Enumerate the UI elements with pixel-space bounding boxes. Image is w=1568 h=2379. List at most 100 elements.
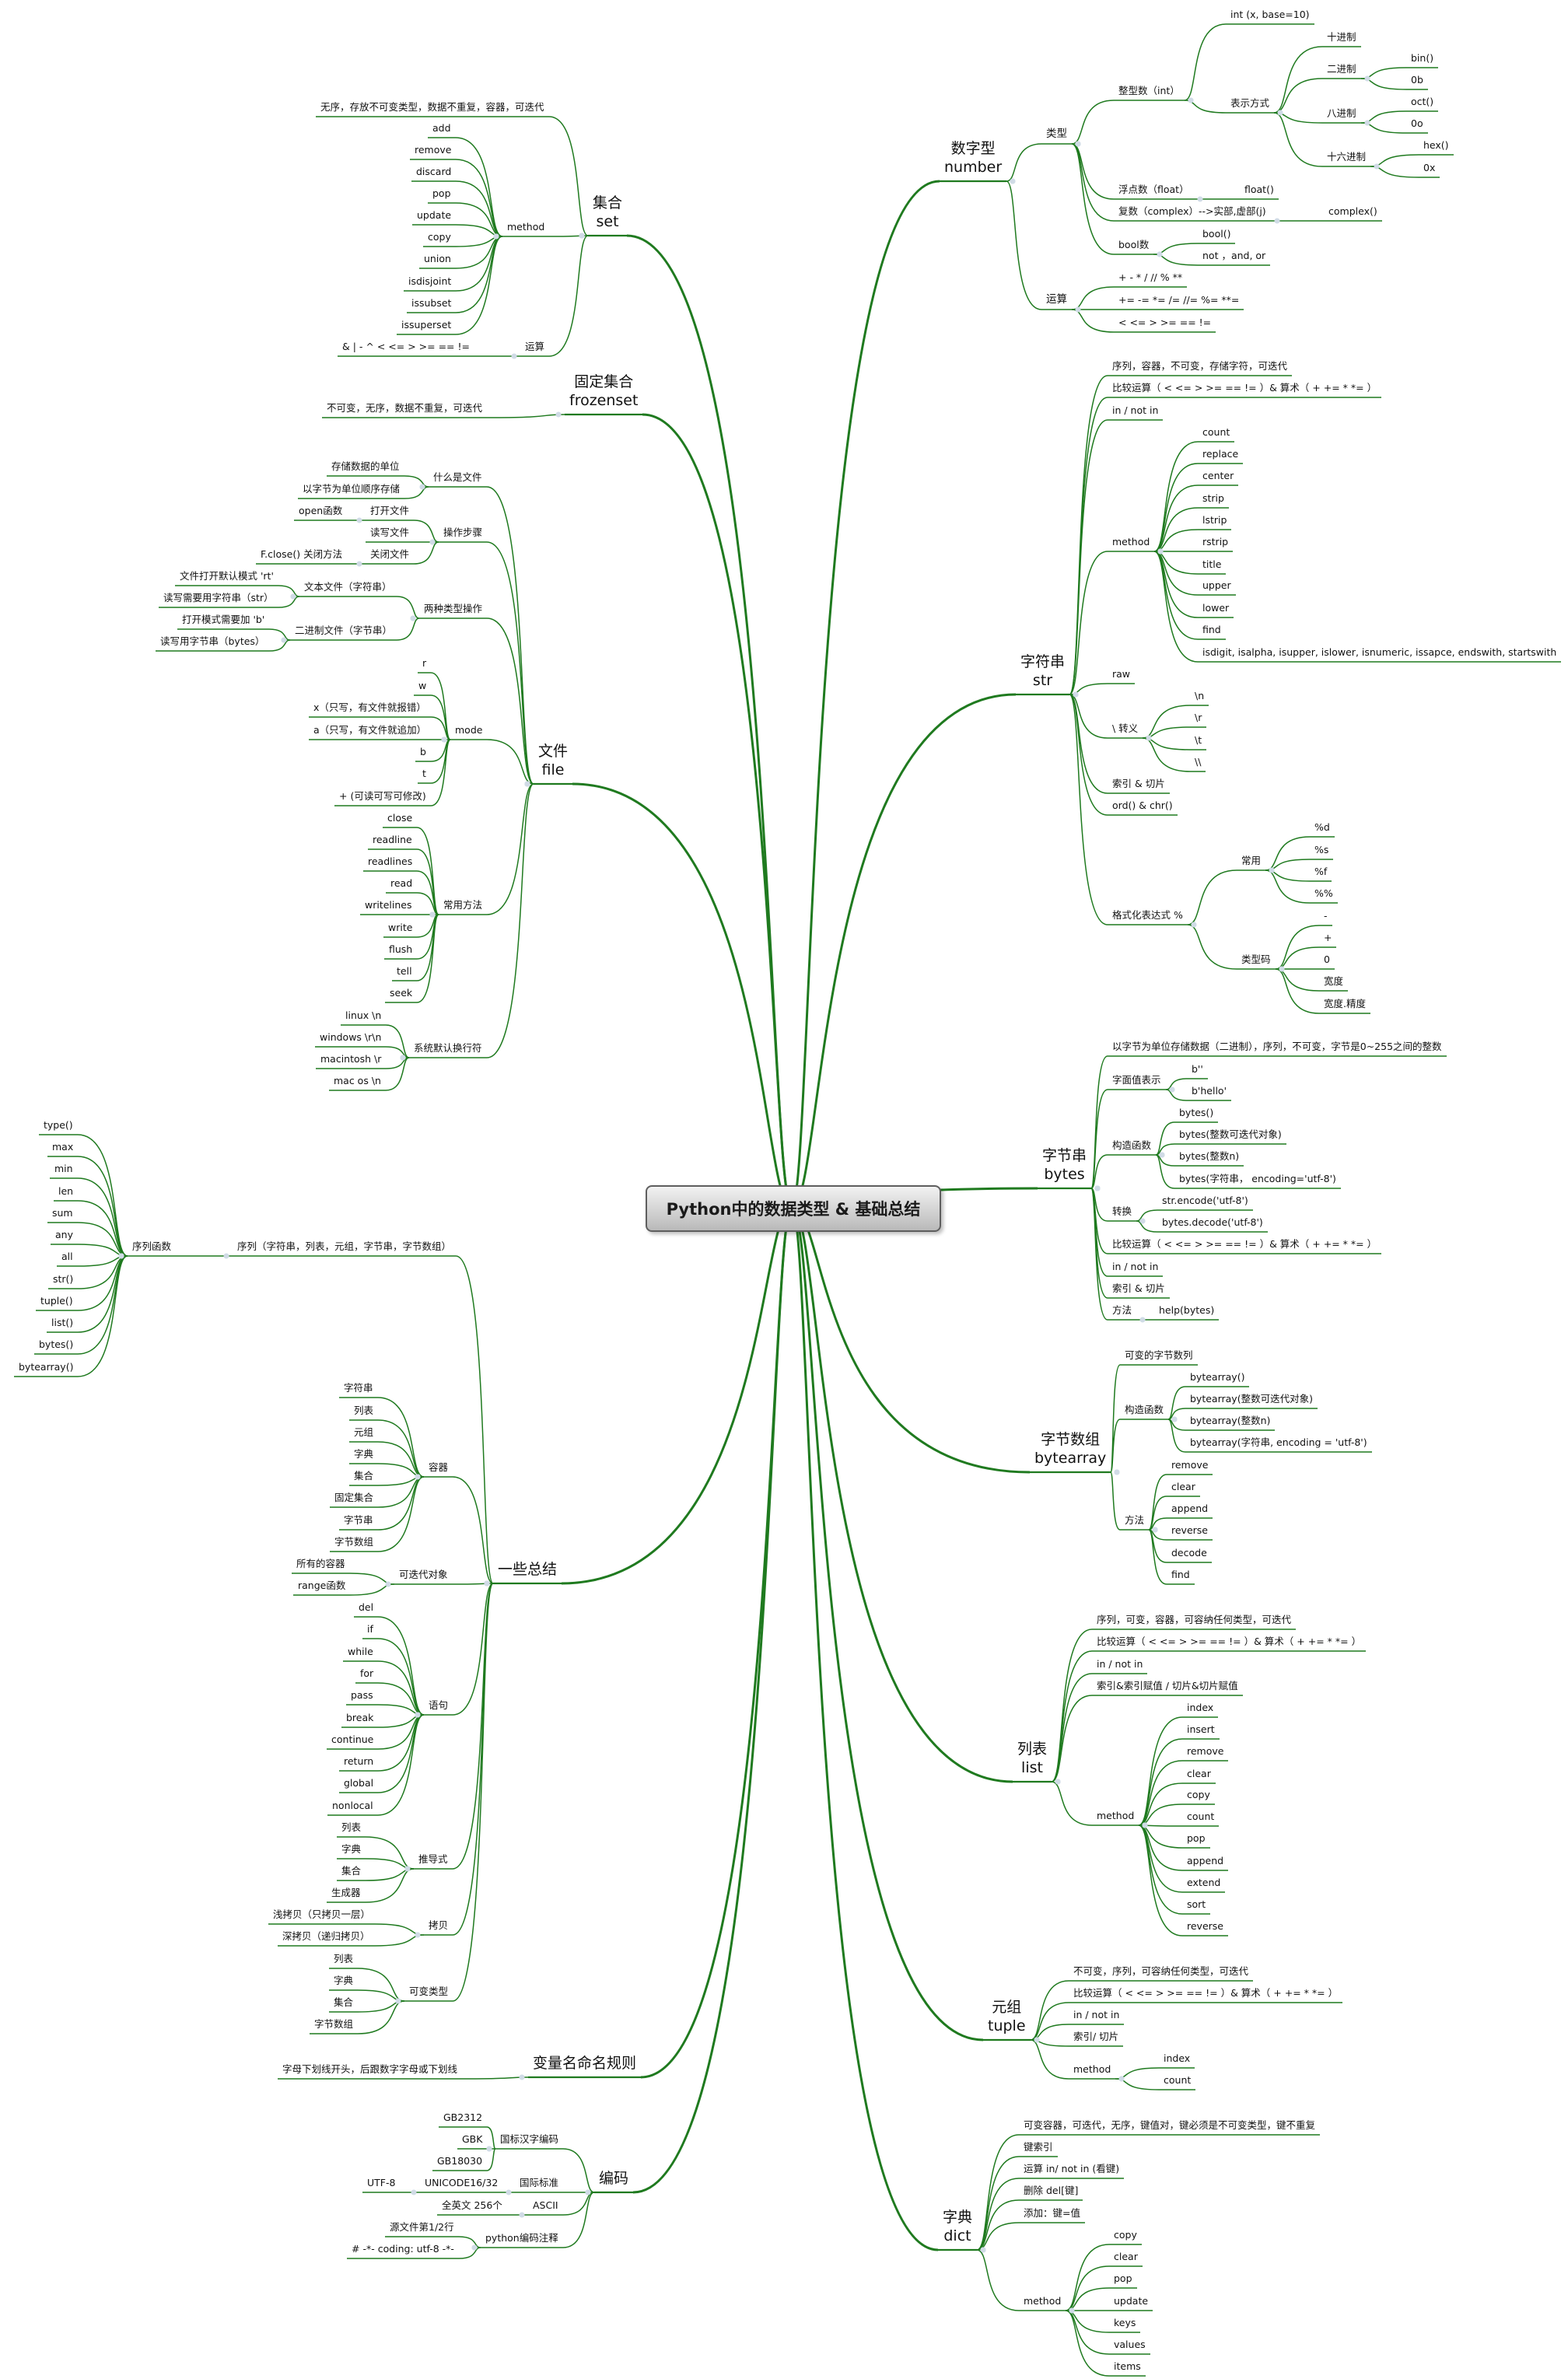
node-sf-min[interactable]: min <box>54 1163 73 1174</box>
node-ba-decode[interactable]: decode <box>1171 1547 1207 1559</box>
node-dict-idx[interactable]: 键索引 <box>1024 2141 1053 2153</box>
node-dict-copy[interactable]: copy <box>1114 2229 1137 2241</box>
node-enc-gb2312[interactable]: GB2312 <box>443 2111 483 2123</box>
node-bytes-in[interactable]: in / not in <box>1112 1261 1159 1272</box>
node-str-in[interactable]: in / not in <box>1112 404 1159 416</box>
node-fmt-width[interactable]: 宽度 <box>1324 975 1344 987</box>
node-bytes-idx[interactable]: 索引 & 切片 <box>1112 1282 1165 1294</box>
node-ct-bytes[interactable]: 字节串 <box>344 1514 373 1526</box>
node-fmt-pct[interactable]: %% <box>1314 887 1333 899</box>
node-list-extend[interactable]: extend <box>1187 1877 1221 1888</box>
node-bytes-lit[interactable]: 字面值表示 <box>1112 1074 1161 1086</box>
node-bool[interactable]: bool数 <box>1118 239 1150 250</box>
node-file-rw[interactable]: 读写文件 <box>370 527 410 538</box>
node-set-remove[interactable]: remove <box>415 144 452 156</box>
node-bytes-l1[interactable]: b'' <box>1192 1063 1203 1075</box>
node-int-base[interactable]: int (x, base=10) <box>1230 9 1310 20</box>
node-file-what1[interactable]: 存储数据的单位 <box>331 460 400 472</box>
node-summary[interactable]: 一些总结 <box>498 1561 557 1580</box>
node-dict-desc[interactable]: 可变容器，可迭代，无序，键值对，键必须是不可变类型，键不重复 <box>1024 2119 1316 2131</box>
node-dict-keys[interactable]: keys <box>1114 2317 1136 2328</box>
node-fmt-minus[interactable]: - <box>1324 910 1328 922</box>
node-str-rstrip[interactable]: rstrip <box>1202 536 1229 548</box>
node-mu-set[interactable]: 集合 <box>334 1996 354 2008</box>
node-sf-bytes[interactable]: bytes() <box>39 1338 74 1350</box>
node-copy[interactable]: 拷贝 <box>429 1919 449 1931</box>
node-enc-ascii-d[interactable]: 全英文 256个 <box>442 2199 502 2211</box>
node-sf-sum[interactable]: sum <box>52 1207 73 1219</box>
node-set-issuperset[interactable]: issuperset <box>401 319 452 331</box>
node-st-if[interactable]: if <box>367 1623 373 1635</box>
node-list-index[interactable]: index <box>1187 1702 1214 1713</box>
node-nl-macos[interactable]: mac os \n <box>334 1075 381 1086</box>
node-list-idx[interactable]: 索引&索引赋值 / 切片&切片赋值 <box>1097 1680 1238 1692</box>
node-nl-mac[interactable]: macintosh \r <box>320 1053 382 1065</box>
node-ct-dict[interactable]: 字典 <box>354 1448 374 1460</box>
node-sf-len[interactable]: len <box>58 1185 74 1197</box>
node-sf-max[interactable]: max <box>52 1141 74 1153</box>
node-str-method[interactable]: method <box>1112 536 1150 548</box>
node-sf-list[interactable]: list() <box>51 1317 74 1328</box>
node-bytes-c2[interactable]: bytes(整数可迭代对象) <box>1179 1128 1282 1140</box>
node-dict-update[interactable]: update <box>1114 2295 1149 2307</box>
node-float-f[interactable]: float() <box>1244 184 1274 195</box>
node-bytes-desc[interactable]: 以字节为单位存储数据（二进制），序列，不可变，字节是0~255之间的整数 <box>1112 1041 1442 1052</box>
node-str-replace[interactable]: replace <box>1202 448 1239 460</box>
node-str-desc[interactable]: 序列，容器，不可变，存储字符，可迭代 <box>1112 360 1288 372</box>
node-file-close-f[interactable]: F.close() 关闭方法 <box>261 548 343 560</box>
node-file-text1[interactable]: 文件打开默认模式 'rt' <box>180 570 274 582</box>
node-mode-t[interactable]: t <box>422 768 426 779</box>
node-copy-shallow[interactable]: 浅拷贝（只拷贝一层） <box>273 1908 371 1920</box>
node-dict-clear[interactable]: clear <box>1114 2251 1138 2262</box>
node-hex-f[interactable]: hex() <box>1423 139 1449 151</box>
node-int[interactable]: 整型数（int） <box>1118 85 1180 96</box>
node-ct-fset[interactable]: 固定集合 <box>334 1492 374 1503</box>
node-ba-remove[interactable]: remove <box>1171 1459 1209 1471</box>
node-ba-c4[interactable]: bytearray(字符串, encoding = 'utf-8') <box>1190 1436 1367 1448</box>
node-enc-utf8[interactable]: UTF-8 <box>367 2177 396 2188</box>
node-ct-ba[interactable]: 字节数组 <box>334 1536 374 1548</box>
node-fmt-code[interactable]: 类型码 <box>1241 953 1271 965</box>
node-mode-x[interactable]: x（只写，有文件就报错） <box>313 701 426 713</box>
node-file-text2[interactable]: 读写需要用字符串（str） <box>163 592 274 603</box>
node-list-remove[interactable]: remove <box>1187 1745 1224 1757</box>
node-tuple-idx[interactable]: 索引/ 切片 <box>1073 2031 1119 2042</box>
node-mu-dict[interactable]: 字典 <box>334 1975 354 1986</box>
node-fm-read[interactable]: read <box>390 877 413 889</box>
node-str-strip[interactable]: strip <box>1202 492 1224 504</box>
node-num-op3[interactable]: < <= > >= == != <box>1118 317 1212 328</box>
node-fmt-plus[interactable]: + <box>1324 932 1332 943</box>
node-mode-a[interactable]: a（只写，有文件就追加） <box>313 724 427 736</box>
node-file-bin2[interactable]: 读写用字节串（bytes） <box>160 635 265 647</box>
node-ba-m[interactable]: 方法 <box>1125 1514 1145 1526</box>
node-fm-close[interactable]: close <box>387 812 413 824</box>
node-nl-linux[interactable]: linux \n <box>345 1009 382 1021</box>
node-st-return[interactable]: return <box>344 1755 374 1767</box>
node-mu-ba[interactable]: 字节数组 <box>314 2018 354 2030</box>
node-st-for[interactable]: for <box>360 1667 374 1679</box>
node-bin[interactable]: 二进制 <box>1327 63 1356 75</box>
node-file-bin[interactable]: 二进制文件（字节串） <box>295 624 393 636</box>
node-complex[interactable]: 复数（complex）-->实部,虚部(j) <box>1118 205 1266 217</box>
node-st-pass[interactable]: pass <box>351 1689 373 1701</box>
node-fmt-f[interactable]: %f <box>1314 866 1328 877</box>
node-list-in[interactable]: in / not in <box>1097 1658 1143 1670</box>
node-mutable[interactable]: 可变类型 <box>409 1985 449 1997</box>
node-file-nl[interactable]: 系统默认换行符 <box>414 1042 482 1054</box>
node-dict-in[interactable]: 运算 in/ not in (看键) <box>1024 2163 1120 2174</box>
node-enc-py2[interactable]: # -*- coding: utf-8 -*- <box>352 2243 454 2255</box>
node-bytes-ctor[interactable]: 构造函数 <box>1112 1139 1152 1151</box>
node-float[interactable]: 浮点数（float） <box>1118 184 1189 195</box>
node-file-text[interactable]: 文本文件（字符串） <box>304 581 392 593</box>
node-num-op2[interactable]: += -= *= /= //= %= **= <box>1118 294 1240 306</box>
node-list-append[interactable]: append <box>1187 1855 1224 1866</box>
node-st-break[interactable]: break <box>346 1712 374 1723</box>
node-str-title[interactable]: title <box>1202 558 1222 570</box>
node-bytes-conv[interactable]: 转换 <box>1112 1205 1132 1217</box>
node-iterable[interactable]: 可迭代对象 <box>399 1569 448 1580</box>
node-naming-rule[interactable]: 字母下划线开头，后跟数字字母或下划线 <box>282 2063 458 2075</box>
